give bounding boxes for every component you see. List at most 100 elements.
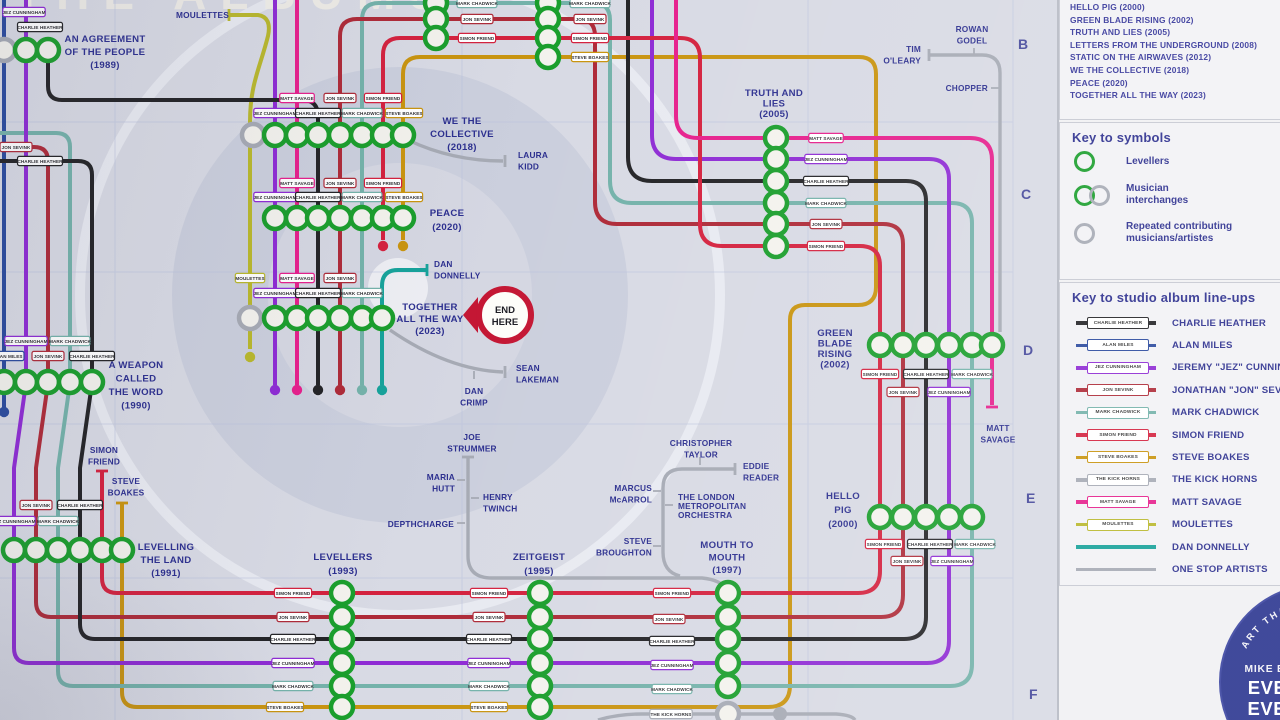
svg-text:SIMON FRIEND: SIMON FRIEND [276,591,311,596]
levellers-station [534,43,562,71]
levellers-station [889,503,917,531]
station-label-box: MARK CHADWICK [37,515,79,527]
levellers-station [935,503,963,531]
lineup-key-label: MOULETTES [1172,519,1233,531]
svg-text:CHARLIE HEATHER: CHARLIE HEATHER [295,291,341,296]
album-list: HELLO PIG (2000)GREEN BLADE RISING (2002… [1060,0,1280,102]
station-label-box: JEZ CUNNINGHAM [804,153,848,165]
artist-label: CHRISTOPHER [670,438,732,448]
station-label-box: JON SEVINK [652,613,686,625]
artist-label: THE LONDON [678,492,735,502]
lineup-key-row: MOULETTES MOULETTES [1074,515,1277,535]
svg-text:SIMON FRIEND: SIMON FRIEND [472,591,507,596]
artist-label: ORCHESTRA [678,510,732,520]
svg-text:CHARLIE HEATHER: CHARLIE HEATHER [295,195,341,200]
album-title: LIES [763,99,786,110]
line-sample-box: SIMON FRIEND [1087,429,1149,441]
station-label-box: JON SEVINK [890,555,924,567]
artist-label: CHOPPER [946,83,988,93]
svg-text:JON SEVINK: JON SEVINK [34,354,63,359]
line-end-dot [244,351,256,363]
levellers-station [328,579,356,607]
levellers-station-icon [1074,151,1126,172]
stations [0,0,1006,720]
station-label-box: CHARLIE HEATHER [465,633,513,645]
artist-label: BROUGHTON [596,547,652,557]
album-title: (2000) [828,519,858,530]
station-label-box: SIMON FRIEND [469,587,509,599]
station-label-box: SIMON FRIEND [363,177,403,189]
station-label-box: STEVE BOAKES [469,701,509,713]
svg-text:MARK CHADWICK: MARK CHADWICK [569,1,611,6]
station-label-box: JEZ CUNNINGHAM [930,555,974,567]
album-list-item: PEACE (2020) [1070,77,1128,88]
svg-text:JON SEVINK: JON SEVINK [326,276,355,281]
levellers-station [714,672,742,700]
levellers-station [34,36,62,64]
levellers-station [526,625,554,653]
levellers-station [12,368,40,396]
artist-label: SIMON [90,445,118,455]
levellers-station [78,368,106,396]
terminator-bar [927,49,931,61]
station-label-box: THE KICK HORNS [649,708,693,720]
album-title: (1989) [90,60,120,71]
svg-text:JEZ CUNNINGHAM: JEZ CUNNINGHAM [468,661,511,666]
album-title: WE THE [442,116,481,127]
album-title: BLADE [818,339,853,350]
album-title: LEVELLING [138,542,195,553]
svg-text:CHARLIE HEATHER: CHARLIE HEATHER [803,179,849,184]
repeated-musician-icon [1074,222,1126,244]
terminator-bar [733,463,737,475]
station-label-box: CHARLIE HEATHER [269,633,317,645]
svg-text:JEZ CUNNINGHAM: JEZ CUNNINGHAM [5,339,48,344]
svg-text:JEZ CUNNINGHAM: JEZ CUNNINGHAM [254,195,297,200]
svg-text:JEZ CUNNINGHAM: JEZ CUNNINGHAM [805,157,848,162]
grid-letter: C [1021,186,1031,202]
svg-text:JON SEVINK: JON SEVINK [655,617,684,622]
logo-line3: EVERY ARTIST [1248,698,1280,719]
svg-text:CHARLIE HEATHER: CHARLIE HEATHER [17,25,63,30]
artist-label: MATT [986,423,1009,433]
levellers-station [762,124,790,152]
artist-label: O'LEARY [883,55,921,65]
artist-label: GODEL [957,35,988,45]
album-title: TRUTH AND [745,88,803,99]
terminator-bar [503,366,507,378]
line-sample-box: MOULETTES [1087,518,1149,531]
lineup-key-label: CHARLIE HEATHER [1172,317,1266,329]
sidebar-panel: HELLO PIG (2000)GREEN BLADE RISING (2002… [1057,0,1280,720]
line-sample-jon: JON SEVINK [1074,383,1162,397]
end-here-text: HERE [492,317,518,328]
terminator-bar [227,9,231,21]
symbol-key-label: Levellers [1126,155,1170,167]
station-label-box: STEVE BOAKES [265,701,305,713]
station-label-box: CHARLIE HEATHER [802,175,850,187]
station-label-box: MARK CHADWICK [569,0,611,9]
lineup-key-row: DAN DONNELLY [1074,537,1277,557]
artist-label: DONNELLY [434,270,481,280]
album-title: (2018) [447,142,477,153]
line-sample-moul: MOULETTES [1074,518,1162,532]
album-title: COLLECTIVE [430,129,494,140]
svg-text:MATT SAVAGE: MATT SAVAGE [280,96,314,101]
album-title: A WEAPON [109,360,164,371]
line-sample-box: JEZ CUNNINGHAM [1087,361,1149,374]
station-label-box: MARK CHADWICK [341,107,383,119]
station-label-box: MARK CHADWICK [272,680,314,692]
artist-label: ROWAN [956,24,989,34]
levellers-station [866,331,894,359]
svg-text:SIMON FRIEND: SIMON FRIEND [655,591,690,596]
levellers-station [389,204,417,232]
artist-labels: MOULETTESTIMO'LEARYROWANGODELCHOPPERLAUR… [88,10,1016,557]
line-sample-simon: SIMON FRIEND [1074,428,1162,442]
line-sample-box: JON SEVINK [1087,384,1149,397]
levellers-station [935,331,963,359]
levellers-station [526,579,554,607]
album-title: PIG [834,505,851,516]
levellers-station [304,304,332,332]
levellers-station [714,579,742,607]
